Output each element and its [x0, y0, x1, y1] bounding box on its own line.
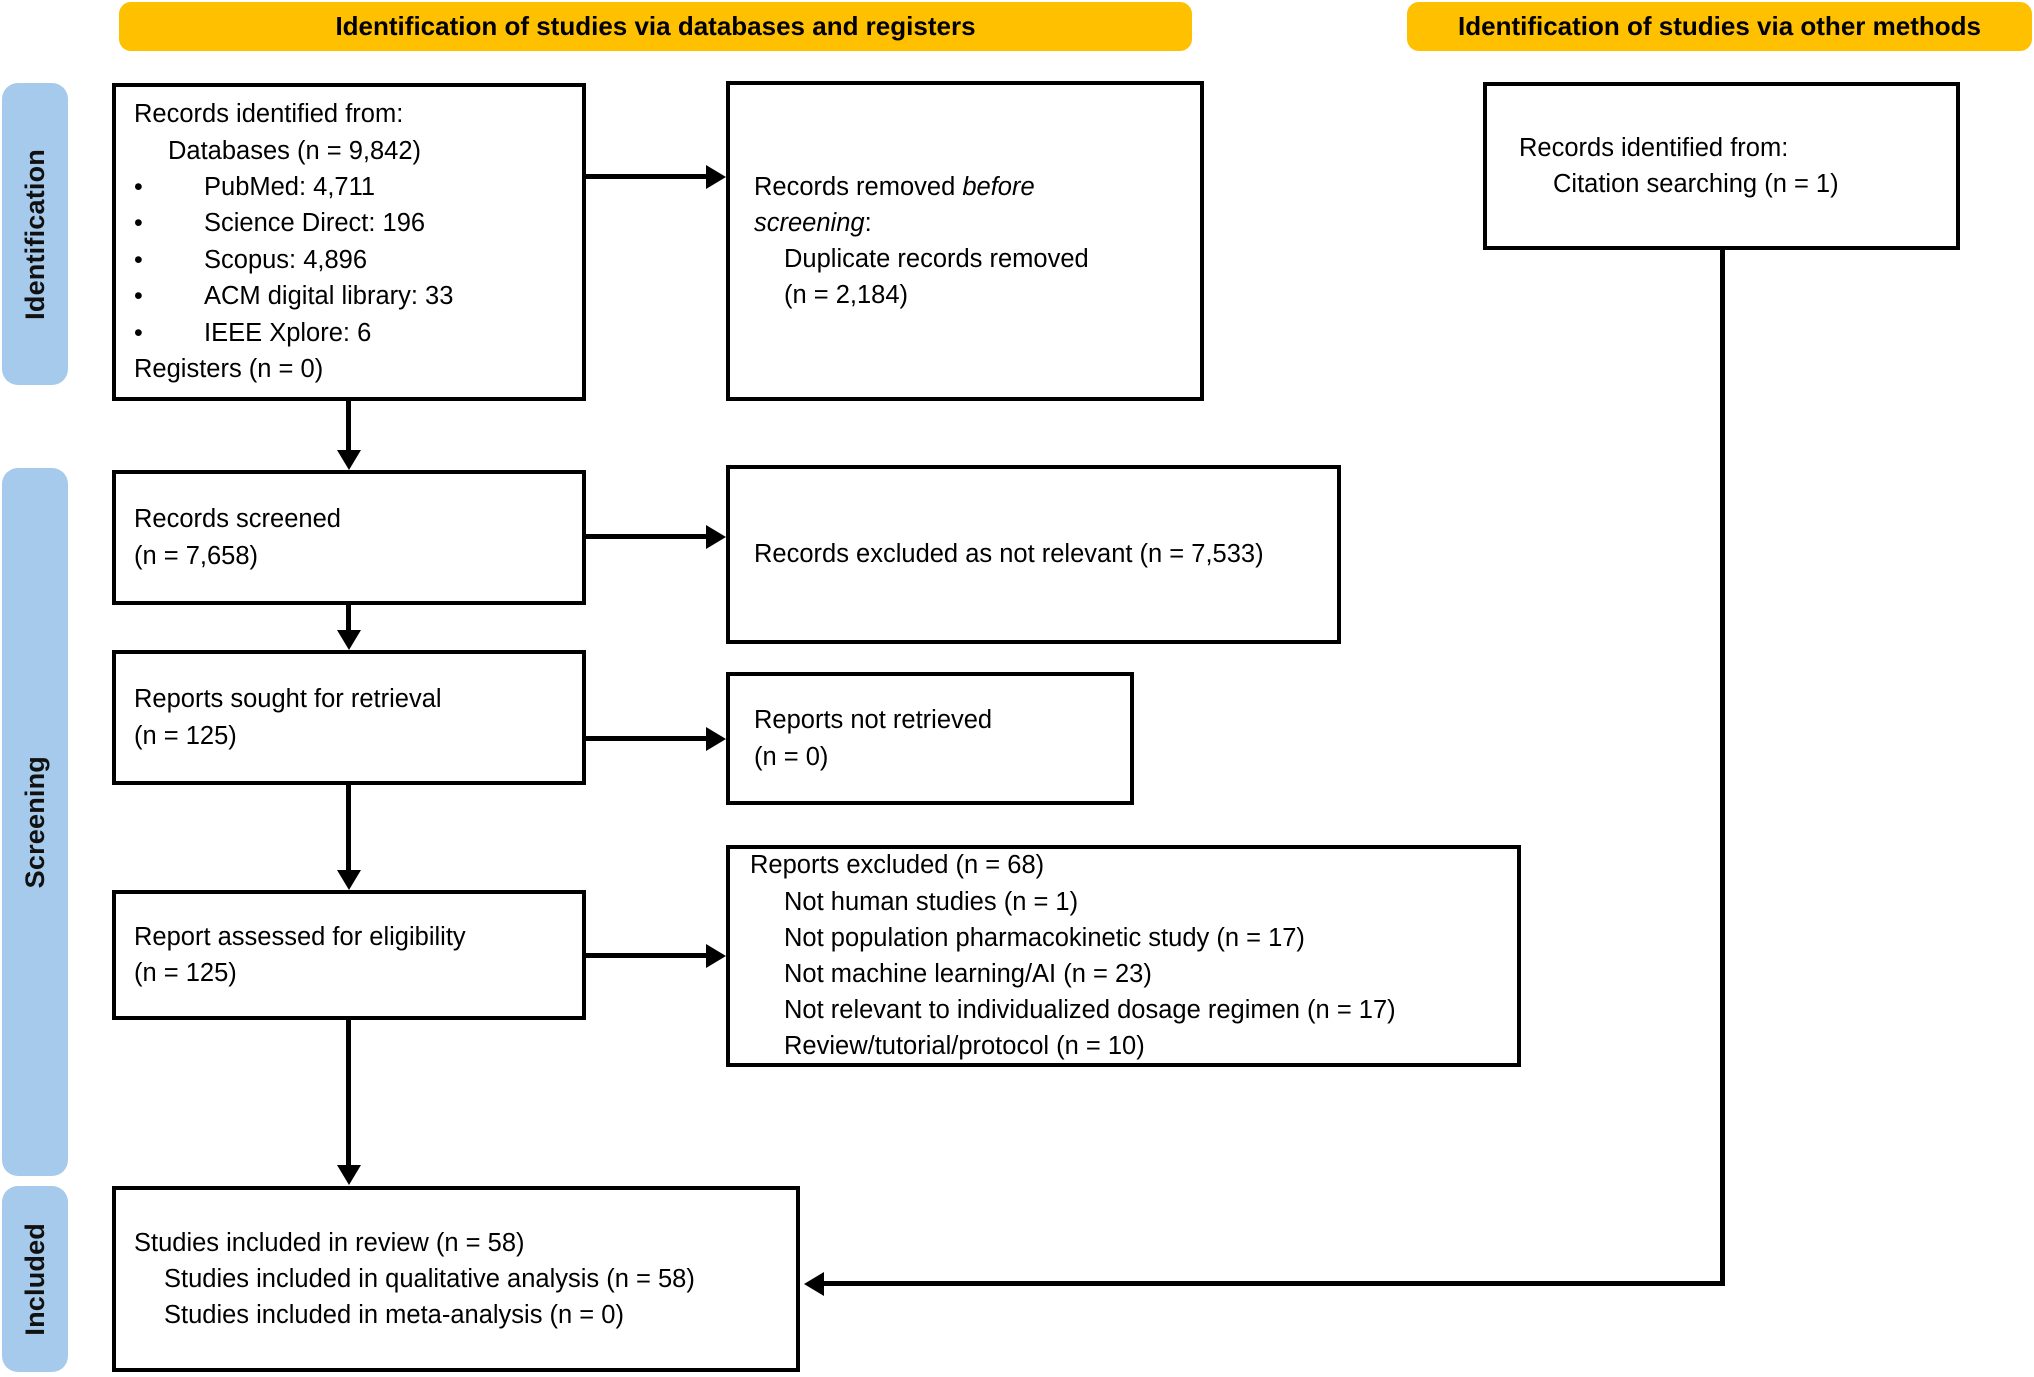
source-label: IEEE Xplore: 6 [204, 318, 372, 347]
connector-screened-to-sought [346, 605, 351, 630]
arrow-sought-to-assessed [337, 870, 361, 890]
source-label: PubMed: 4,711 [204, 172, 376, 201]
records-excluded-line1: Records excluded as not relevant (n = 7,… [754, 540, 1264, 569]
connector-screened-to-excluded [586, 534, 706, 539]
arrow-assessed-to-reports-excluded [706, 944, 726, 968]
records-identified-other-title: Records identified from: [1519, 133, 1789, 162]
records-screened-line2: (n = 7,658) [134, 541, 259, 570]
source-label: Scopus: 4,896 [204, 245, 368, 274]
records-identified-databases: Databases (n = 9,842) [168, 136, 422, 165]
section-header-databases: Identification of studies via databases … [119, 2, 1192, 51]
studies-included-line3: Studies included in meta-analysis (n = 0… [164, 1301, 624, 1330]
box-reports-excluded: Reports excluded (n = 68) Not human stud… [726, 845, 1521, 1067]
connector-other-methods-horizontal [824, 1281, 1725, 1286]
connector-other-methods-vertical [1720, 250, 1725, 1286]
box-reports-sought: Reports sought for retrieval (n = 125) [112, 650, 586, 785]
records-identified-source-scopus: • Scopus: 4,896 [134, 242, 564, 279]
connector-identified-to-screened [346, 401, 351, 450]
reports-excluded-reason-review: Review/tutorial/protocol (n = 10) [784, 1032, 1145, 1061]
box-records-removed: Records removed before screening: Duplic… [726, 81, 1204, 401]
arrow-screened-to-excluded [706, 525, 726, 549]
box-records-excluded: Records excluded as not relevant (n = 7,… [726, 465, 1341, 644]
records-removed-line4: (n = 2,184) [784, 281, 909, 310]
arrow-identified-to-removed [706, 165, 726, 189]
reports-excluded-reason-not-relevant-dosage: Not relevant to individualized dosage re… [784, 996, 1396, 1025]
records-removed-line2-italic: screening [754, 208, 865, 237]
studies-included-line1: Studies included in review (n = 58) [134, 1228, 525, 1257]
box-report-assessed: Report assessed for eligibility (n = 125… [112, 890, 586, 1020]
bullet-icon: • [134, 282, 143, 311]
records-removed-line1-pre: Records removed [754, 172, 963, 201]
stage-band-screening: Screening [2, 468, 68, 1176]
box-records-identified-other: Records identified from: Citation search… [1483, 82, 1960, 250]
box-studies-included: Studies included in review (n = 58) Stud… [112, 1186, 800, 1372]
connector-identified-to-removed [586, 174, 706, 179]
connector-assessed-to-reports-excluded [586, 953, 706, 958]
records-identified-title: Records identified from: [134, 100, 404, 129]
stage-band-identification: Identification [2, 83, 68, 385]
reports-not-retrieved-line2: (n = 0) [754, 742, 829, 771]
records-identified-source-acm: • ACM digital library: 33 [134, 278, 564, 315]
connector-sought-to-assessed [346, 785, 351, 870]
reports-excluded-title: Reports excluded (n = 68) [750, 851, 1045, 880]
records-screened-line1: Records screened [134, 505, 341, 534]
stage-band-included: Included [2, 1186, 68, 1372]
arrow-assessed-to-included [337, 1165, 361, 1185]
records-identified-source-ieee: • IEEE Xplore: 6 [134, 315, 564, 352]
reports-not-retrieved-line1: Reports not retrieved [754, 706, 993, 735]
reports-excluded-reason-not-ml: Not machine learning/AI (n = 23) [784, 960, 1152, 988]
section-header-other-methods: Identification of studies via other meth… [1407, 2, 2032, 51]
records-removed-line1-italic: before [962, 172, 1035, 201]
bullet-icon: • [134, 245, 143, 274]
stage-band-included-label: Included [19, 1222, 50, 1336]
source-label: Science Direct: 196 [204, 209, 426, 238]
records-removed-line2-post: : [864, 208, 872, 237]
reports-excluded-reason-not-poppk: Not population pharmacokinetic study (n … [784, 923, 1305, 952]
bullet-icon: • [134, 318, 143, 347]
connector-sought-to-not-retrieved [586, 736, 706, 741]
arrow-sought-to-not-retrieved [706, 727, 726, 751]
records-identified-other-line2: Citation searching (n = 1) [1553, 170, 1839, 198]
reports-sought-line2: (n = 125) [134, 721, 237, 750]
arrow-other-methods-to-included [804, 1272, 824, 1296]
arrow-identified-to-screened [337, 450, 361, 470]
box-reports-not-retrieved: Reports not retrieved (n = 0) [726, 672, 1134, 805]
source-label: ACM digital library: 33 [204, 282, 454, 311]
records-identified-source-pubmed: • PubMed: 4,711 [134, 169, 564, 206]
box-records-identified: Records identified from: Databases (n = … [112, 83, 586, 401]
bullet-icon: • [134, 209, 143, 238]
arrow-screened-to-sought [337, 630, 361, 650]
stage-band-screening-label: Screening [19, 755, 50, 889]
records-identified-registers: Registers (n = 0) [134, 355, 324, 384]
reports-sought-line1: Reports sought for retrieval [134, 685, 442, 714]
records-removed-line3: Duplicate records removed [784, 245, 1089, 273]
studies-included-line2: Studies included in qualitative analysis… [164, 1264, 695, 1293]
stage-band-identification-label: Identification [19, 148, 50, 320]
box-records-screened: Records screened (n = 7,658) [112, 470, 586, 605]
records-removed-line2: screening: [754, 205, 1176, 241]
records-identified-source-science-direct: • Science Direct: 196 [134, 205, 564, 242]
records-removed-line1: Records removed before [754, 169, 1176, 205]
connector-assessed-to-included [346, 1020, 351, 1165]
reports-excluded-reason-not-human: Not human studies (n = 1) [784, 887, 1079, 916]
bullet-icon: • [134, 172, 143, 201]
report-assessed-line1: Report assessed for eligibility [134, 922, 466, 951]
report-assessed-line2: (n = 125) [134, 959, 237, 987]
